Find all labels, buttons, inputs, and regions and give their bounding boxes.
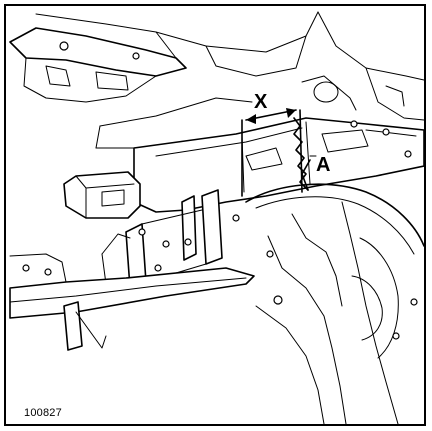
front-bracket: [63, 171, 141, 219]
frame-rail: [95, 97, 424, 213]
cut-line-a: [293, 117, 317, 191]
upper-right-structure: [301, 11, 424, 121]
lower-rail: [9, 253, 255, 351]
dimension-x-label: X: [254, 91, 268, 113]
dimension-x-indicator: [241, 108, 303, 197]
point-a-label: A: [316, 154, 331, 176]
reference-number: 100827: [24, 407, 62, 419]
wheel-arch: [245, 183, 424, 424]
technical-illustration-frame: X A 100827: [4, 4, 426, 426]
chassis-member-drawing: [9, 11, 424, 424]
vertical-brackets: [101, 189, 240, 289]
upper-left-panel: [9, 11, 319, 103]
